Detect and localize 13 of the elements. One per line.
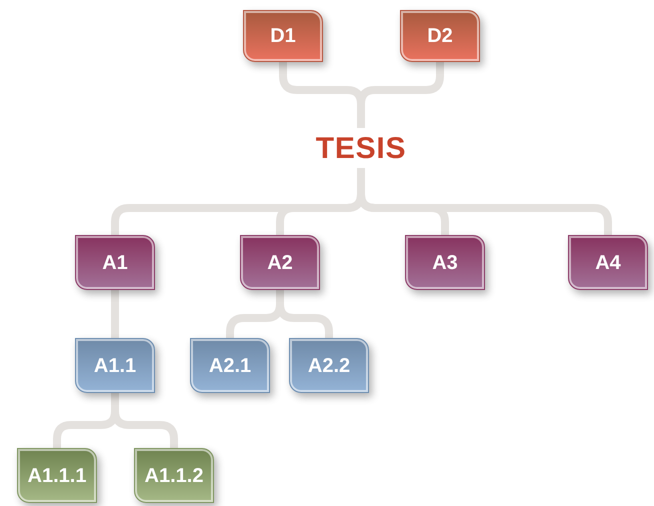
node-box: A2.1 — [190, 338, 270, 393]
node-box: A1.1.2 — [134, 448, 214, 503]
node-box: D2 — [400, 10, 480, 62]
node-box: A4 — [568, 235, 648, 290]
node-box: A1.1 — [75, 338, 155, 393]
node-box: A3 — [405, 235, 485, 290]
node-box: A2.2 — [289, 338, 369, 393]
node-box: A1 — [75, 235, 155, 290]
node-box: A1.1.1 — [17, 448, 97, 503]
connector-line — [111, 290, 119, 338]
title-text: TESIS — [318, 128, 404, 168]
node-box: D1 — [243, 10, 323, 62]
node-box: A2 — [240, 235, 320, 290]
